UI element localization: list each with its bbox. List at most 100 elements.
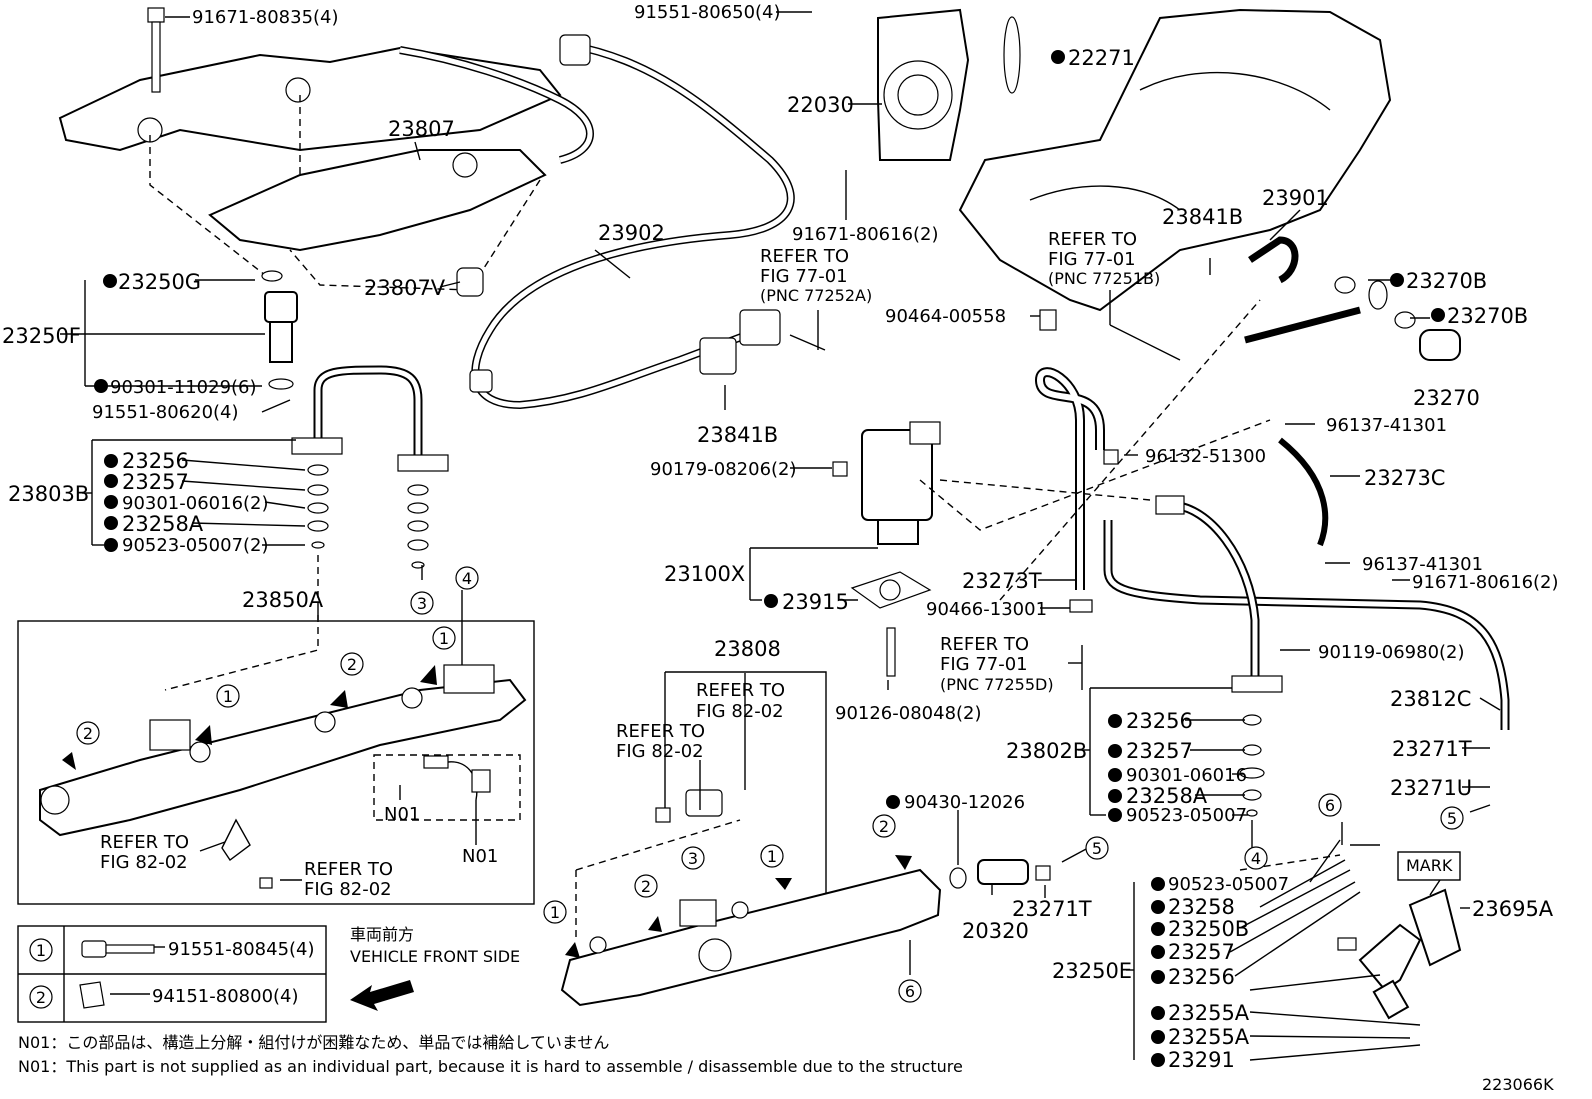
label-23802b: 23802B	[1006, 739, 1087, 763]
callout-3-mid: 3	[681, 846, 705, 870]
label-90523-05007-left: 90523-05007(2)	[122, 535, 269, 556]
label-22030: 22030	[787, 93, 854, 117]
fuel-rail-left-frame	[17, 620, 535, 905]
vehicle-front-en: VEHICLE FRONT SIDE	[350, 947, 520, 966]
label-23273t: 23273T	[962, 569, 1042, 593]
label-90301-11029: 90301-11029(6)	[110, 377, 257, 398]
fuel-pipe-left-drawing	[164, 365, 449, 691]
callout-4-right: 4	[1244, 846, 1268, 870]
label-23256-bottom: 23256	[1168, 965, 1235, 989]
label-90179-08206: 90179-08206(2)	[650, 459, 797, 480]
refer-6-line-b: FIG 82-02	[100, 852, 188, 873]
callout-1-a: 1	[432, 626, 456, 650]
label-90301-06016-right: 90301-06016	[1126, 765, 1247, 786]
svg-text:2: 2	[879, 817, 889, 836]
refer-3-line-b: FIG 77-01	[940, 654, 1028, 675]
label-23255a-2: 23255A	[1168, 1025, 1250, 1049]
callout-4-left: 4	[455, 566, 479, 590]
label-23271t-mid: 23271T	[1012, 897, 1092, 921]
refer-1-line-c: (PNC 77252A)	[760, 286, 872, 305]
refer-5-line-b: FIG 82-02	[616, 741, 704, 762]
svg-text:2: 2	[347, 655, 357, 674]
hose-23273c-drawing	[1278, 437, 1329, 547]
fuel-rail-right-drawing	[560, 789, 942, 1007]
label-23841b-top: 23841B	[1162, 205, 1243, 229]
label-20320: 20320	[962, 919, 1029, 943]
callout-circles: 3 4 1 2 1 2 3 1 2 2 1 6 5 4 6 5	[76, 566, 1464, 1003]
label-90523-05007-bottom: 90523-05007	[1168, 874, 1289, 895]
label-23808: 23808	[714, 637, 781, 661]
legend-row-2-number: 2	[36, 988, 46, 1007]
label-23257-bottom: 23257	[1168, 940, 1235, 964]
callout-2-c: 2	[872, 814, 896, 838]
label-22271: 22271	[1068, 46, 1135, 70]
gasket-drawing	[1003, 16, 1021, 94]
label-23250e: 23250E	[1052, 959, 1132, 983]
label-23258a-left: 23258A	[122, 512, 204, 536]
label-23255a-1: 23255A	[1168, 1001, 1250, 1025]
label-91551-80620: 91551-80620(4)	[92, 402, 239, 423]
legend-row-2-part: 94151-80800(4)	[152, 986, 299, 1007]
figure-id: 223066K	[1482, 1075, 1554, 1094]
label-23807v: 23807V	[364, 276, 446, 300]
intake-manifold-drawing	[958, 8, 1392, 312]
label-23270b-2: 23270B	[1447, 304, 1528, 328]
label-23841b-mid: 23841B	[697, 423, 778, 447]
callout-6-right: 6	[1318, 793, 1342, 817]
svg-text:1: 1	[223, 687, 233, 706]
vehicle-front-arrow-icon	[350, 980, 414, 1011]
svg-text:1: 1	[439, 629, 449, 648]
label-23270b-1: 23270B	[1406, 269, 1487, 293]
pipe-23901-drawing	[1244, 236, 1361, 344]
callout-1-c: 1	[760, 844, 784, 868]
label-96132-51300: 96132-51300	[1145, 446, 1266, 467]
mark-label: MARK	[1406, 856, 1453, 875]
label-23250g: 23250G	[118, 270, 201, 294]
refer-1-line-a: REFER TO	[760, 246, 849, 267]
refer-3-line-c: (PNC 77255D)	[940, 675, 1054, 694]
sensor-23270-drawing	[1334, 276, 1461, 361]
svg-text:1: 1	[767, 847, 777, 866]
label-23807: 23807	[388, 117, 455, 141]
svg-text:4: 4	[462, 569, 472, 588]
label-23270: 23270	[1413, 386, 1480, 410]
svg-text:1: 1	[550, 903, 560, 922]
vsv-drawing	[699, 337, 941, 677]
refer-2-line-a: REFER TO	[1048, 229, 1137, 250]
bolt-drawing	[147, 7, 165, 93]
svg-text:5: 5	[1447, 809, 1457, 828]
throttle-body-drawing	[877, 8, 970, 161]
label-90464-00558: 90464-00558	[885, 306, 1006, 327]
refer-1-line-b: FIG 77-01	[760, 266, 848, 287]
legend-row-1: 1 91551-80845(4)	[29, 938, 315, 962]
label-90523-05007-right: 90523-05007	[1126, 805, 1247, 826]
label-91671-80616-right: 91671-80616(2)	[1412, 572, 1559, 593]
label-23812c: 23812C	[1390, 687, 1471, 711]
callout-2-b: 2	[76, 721, 100, 745]
label-23273c: 23273C	[1364, 466, 1445, 490]
label-23901: 23901	[1262, 186, 1329, 210]
svg-text:3: 3	[688, 849, 698, 868]
injector-right-drawing	[1337, 851, 1462, 1020]
label-90126-08048: 90126-08048(2)	[835, 703, 982, 724]
refer-5-line-a: REFER TO	[616, 721, 705, 742]
callout-5-mid: 5	[1085, 836, 1109, 860]
label-91671-80835: 91671-80835(4)	[192, 7, 339, 28]
label-23291: 23291	[1168, 1048, 1235, 1072]
label-90301-06016-left: 90301-06016(2)	[122, 493, 269, 514]
bullet-markers	[94, 50, 1445, 1067]
fuel-tube-drawing	[399, 34, 826, 410]
callout-1-d: 1	[543, 900, 567, 924]
delivery-pipe-cover-drawing	[58, 46, 562, 297]
label-90119-06980: 90119-06980(2)	[1318, 642, 1465, 663]
note-n01-jp: N01：この部品は、構造上分解・組付けが困難なため、単品では補給していません	[18, 1033, 609, 1052]
legend-row-1-part: 91551-80845(4)	[168, 939, 315, 960]
pulsation-damper-drawing	[949, 859, 1051, 889]
note-n01-en: N01：This part is not supplied as an indi…	[18, 1057, 963, 1076]
label-23271u: 23271U	[1390, 776, 1472, 800]
svg-text:2: 2	[641, 877, 651, 896]
label-23803b: 23803B	[8, 482, 89, 506]
callout-5-right: 5	[1440, 806, 1464, 830]
injector-left-drawing	[261, 270, 298, 390]
